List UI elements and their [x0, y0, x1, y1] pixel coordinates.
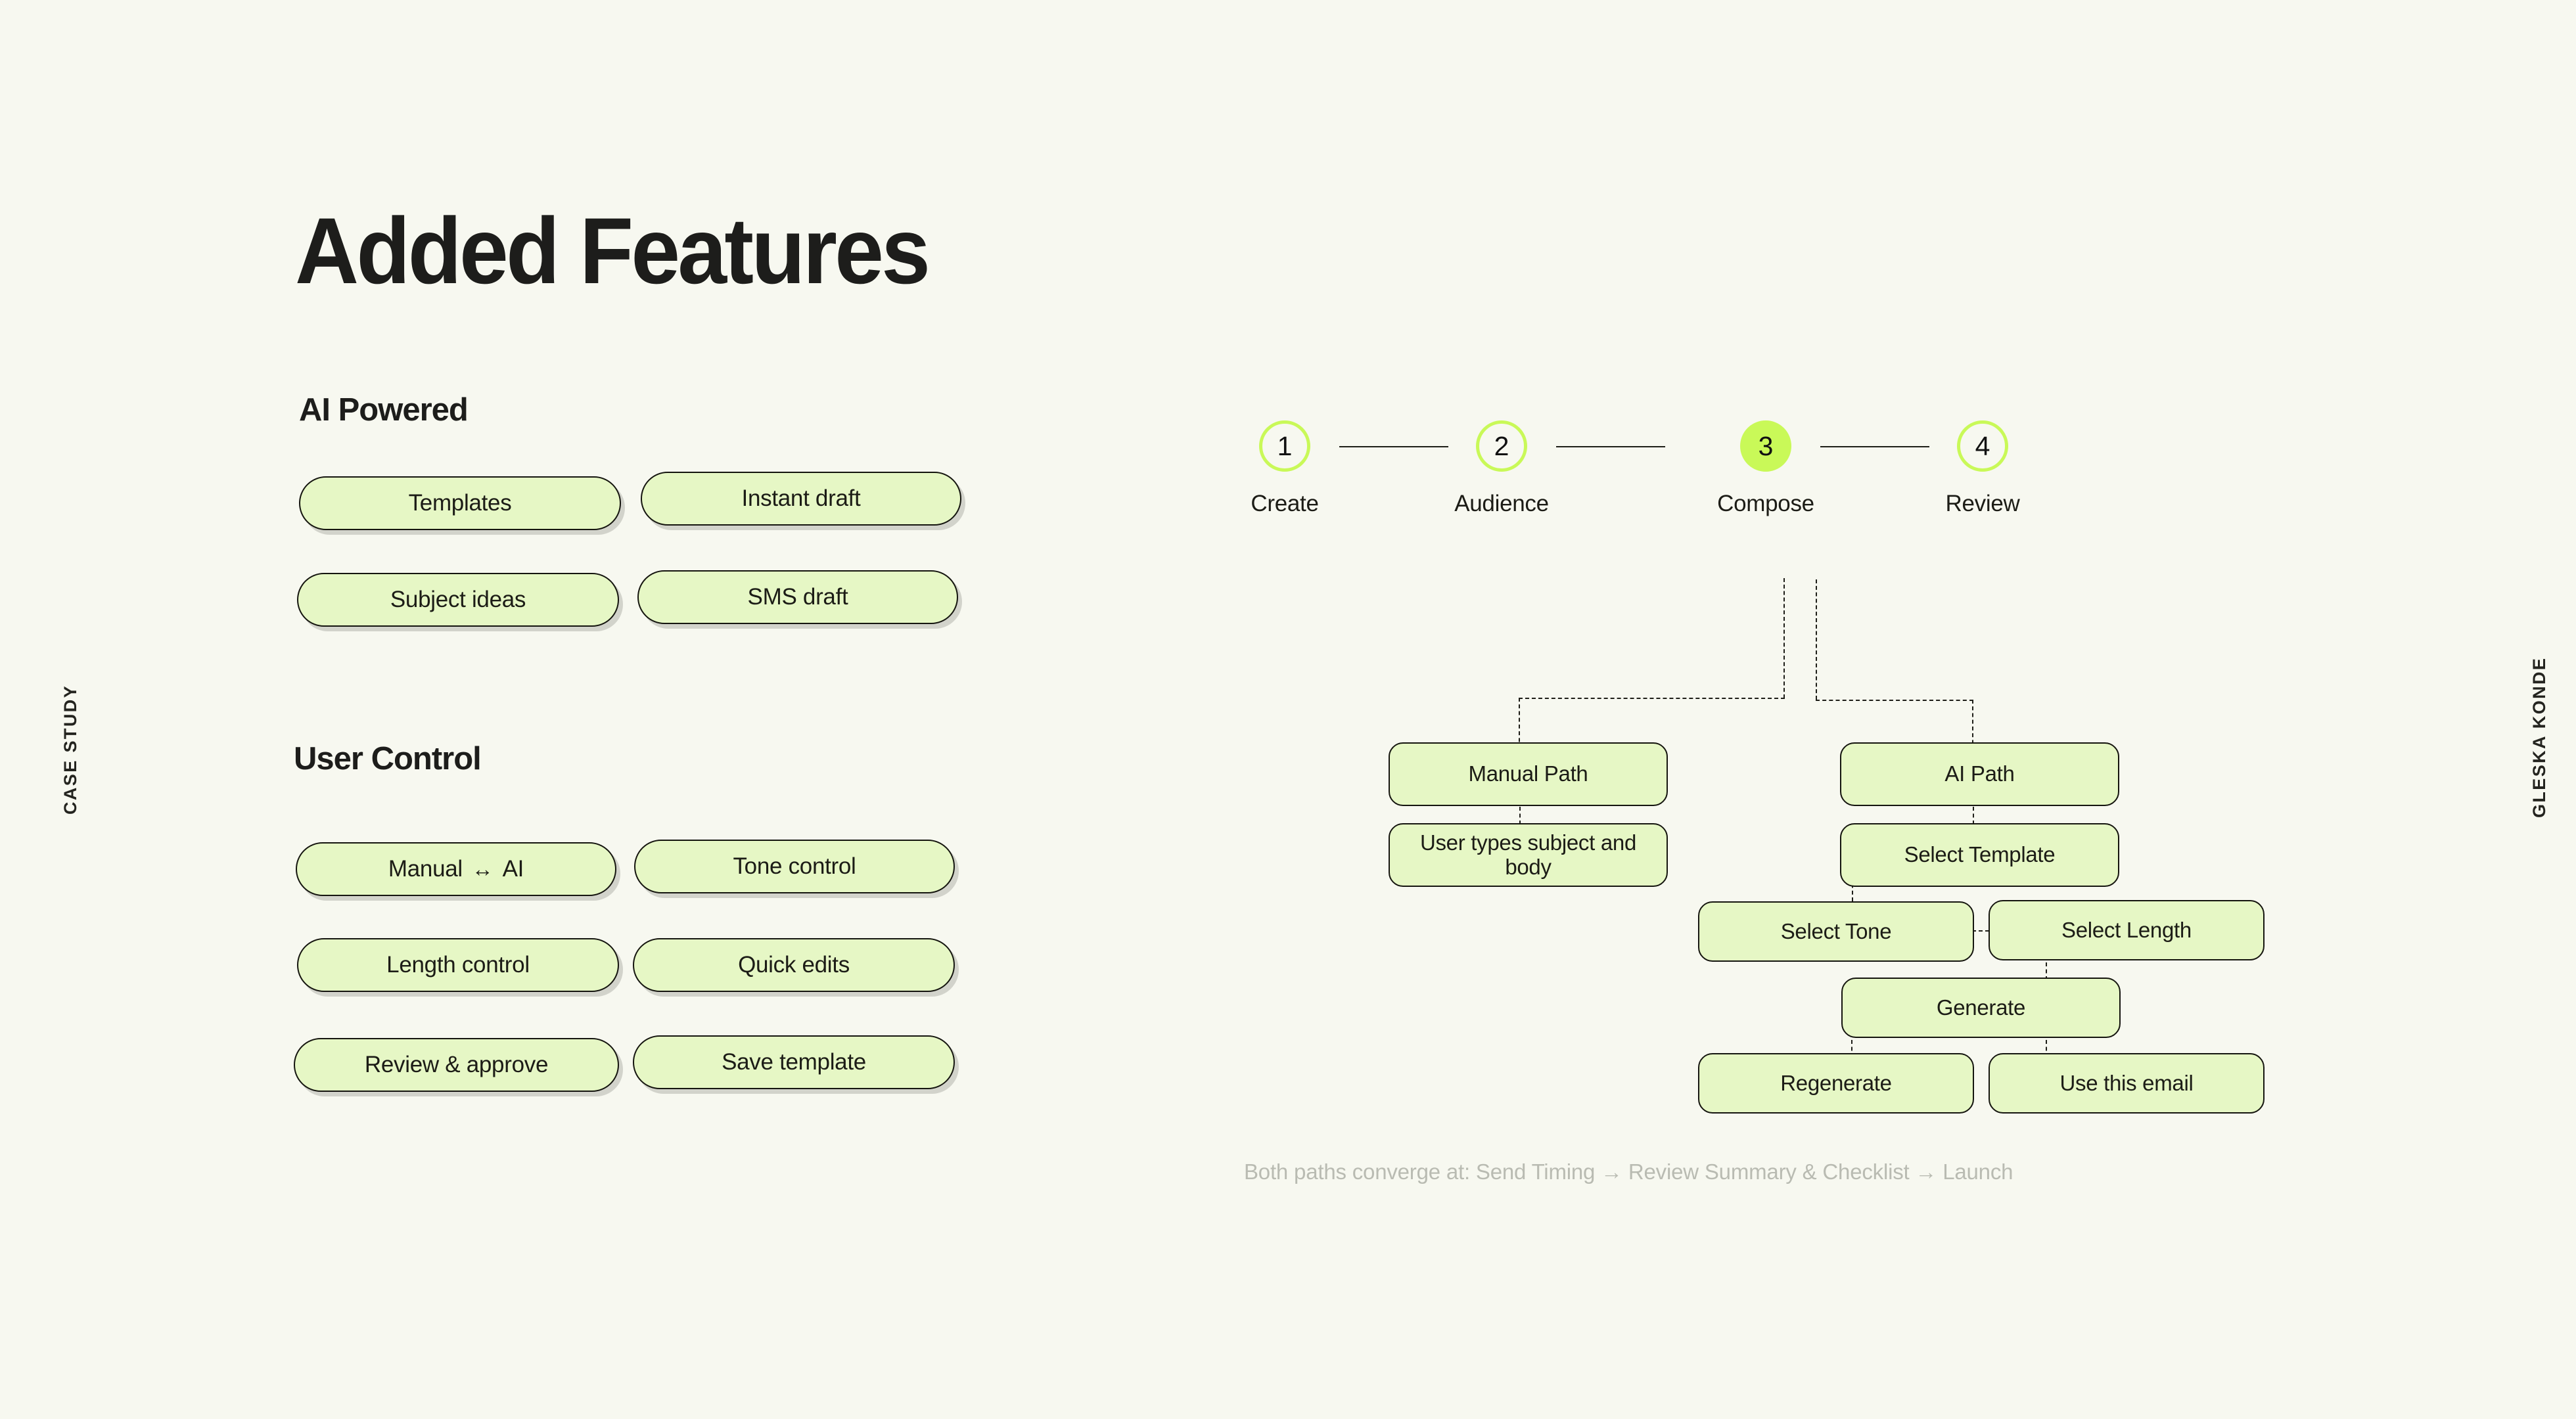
chip-subject-ideas[interactable]: Subject ideas — [297, 573, 619, 627]
connector-branch-right-stem — [1816, 579, 1817, 700]
chip-length-control[interactable]: Length control — [297, 938, 619, 992]
progress-stepper: 1 Create 2 Audience 3 Compose 4 Review — [1235, 420, 2155, 572]
connector-aipath-to-template — [1973, 807, 1974, 838]
flow-node-generate[interactable]: Generate — [1841, 978, 2121, 1038]
chip-ai-label: AI — [502, 856, 524, 882]
connector-tone-to-length — [1972, 930, 1989, 932]
step-3-label: Compose — [1717, 491, 1814, 516]
flow-node-manual-path[interactable]: Manual Path — [1389, 742, 1668, 806]
connector-branch-left-stem — [1783, 578, 1785, 698]
step-2-circle: 2 — [1476, 420, 1527, 472]
connector-manual-to-usertypes — [1519, 807, 1521, 838]
step-4-label: Review — [1945, 491, 2020, 516]
step-2-audience[interactable]: 2 Audience — [1452, 420, 1551, 517]
step-connector-3-4 — [1820, 446, 1929, 447]
connector-branch-left-drop — [1519, 698, 1520, 762]
step-connector-1-2 — [1339, 446, 1448, 447]
chip-save-template[interactable]: Save template — [633, 1035, 955, 1089]
flow-node-select-tone[interactable]: Select Tone — [1698, 901, 1974, 962]
step-1-create[interactable]: 1 Create — [1235, 420, 1334, 517]
chip-review-approve[interactable]: Review & approve — [294, 1038, 619, 1092]
connector-branch-right-arm — [1816, 700, 1973, 701]
step-1-label: Create — [1251, 491, 1319, 516]
section-heading-user-control: User Control — [294, 741, 482, 777]
connector-branch-left-arm — [1519, 698, 1785, 699]
chip-instant-draft[interactable]: Instant draft — [641, 472, 961, 526]
author-label: GLESKA KONDE — [2529, 656, 2549, 818]
case-study-label: CASE STUDY — [60, 684, 80, 815]
flow-node-select-length[interactable]: Select Length — [1989, 900, 2265, 960]
chip-manual-ai[interactable]: Manual ↔ AI — [296, 842, 616, 896]
chip-manual-label: Manual — [388, 856, 463, 882]
step-2-label: Audience — [1454, 491, 1549, 516]
flow-footnote: Both paths converge at: Send Timing → Re… — [1244, 1160, 2013, 1184]
flow-node-use-this-email[interactable]: Use this email — [1989, 1053, 2265, 1114]
chip-templates[interactable]: Templates — [299, 476, 621, 530]
section-heading-ai-powered: AI Powered — [299, 392, 469, 428]
page-title: Added Features — [295, 198, 931, 304]
flow-node-user-types[interactable]: User types subject and body — [1389, 823, 1668, 887]
chip-sms-draft[interactable]: SMS draft — [637, 570, 958, 624]
step-connector-2-3 — [1556, 446, 1665, 447]
step-4-review[interactable]: 4 Review — [1933, 420, 2032, 517]
connector-branch-right-drop — [1972, 700, 1973, 764]
step-1-circle: 1 — [1259, 420, 1310, 472]
flow-node-regenerate[interactable]: Regenerate — [1698, 1053, 1974, 1114]
flow-node-ai-path[interactable]: AI Path — [1840, 742, 2119, 806]
chip-tone-control[interactable]: Tone control — [634, 840, 955, 893]
step-4-circle: 4 — [1957, 420, 2008, 472]
chip-quick-edits[interactable]: Quick edits — [633, 938, 955, 992]
flow-node-select-template[interactable]: Select Template — [1840, 823, 2119, 887]
step-3-circle: 3 — [1740, 420, 1791, 472]
bidirectional-arrow-icon: ↔ — [471, 857, 494, 881]
step-3-compose[interactable]: 3 Compose — [1716, 420, 1815, 517]
